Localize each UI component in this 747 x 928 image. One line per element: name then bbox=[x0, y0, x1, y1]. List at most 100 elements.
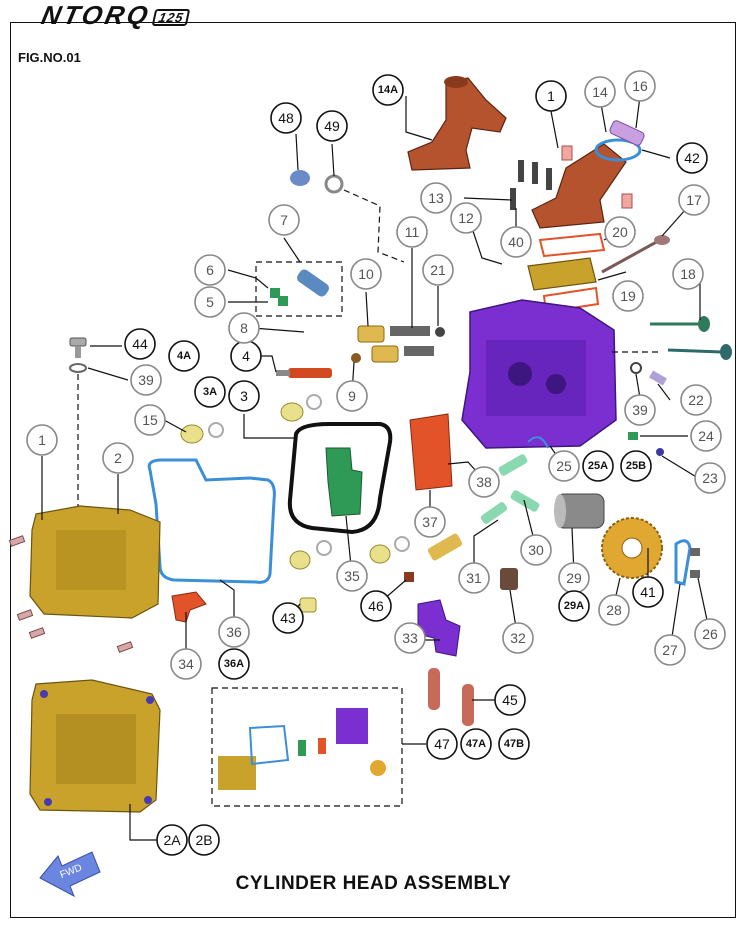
bolt-44 bbox=[69, 337, 87, 373]
callout-circle bbox=[612, 280, 644, 312]
gasket-3 bbox=[287, 422, 393, 535]
intake-manifold-14 bbox=[531, 120, 645, 229]
callout-46: 46 bbox=[360, 590, 392, 622]
callout-label: 17 bbox=[686, 192, 702, 208]
callout-37: 37 bbox=[414, 506, 446, 538]
callout-label: 36A bbox=[224, 658, 244, 670]
callout-circle bbox=[558, 590, 590, 622]
callout-21: 21 bbox=[422, 254, 454, 286]
callout-label: 26 bbox=[702, 626, 718, 642]
callout-27: 27 bbox=[654, 634, 686, 666]
callout-label: 25 bbox=[556, 458, 572, 474]
callout-circle bbox=[228, 312, 260, 344]
callout-circle bbox=[394, 622, 426, 654]
callout-29a: 29A bbox=[558, 590, 590, 622]
intake-manifold-14a bbox=[407, 76, 507, 171]
callout-circle bbox=[426, 728, 458, 760]
callout-label: 39 bbox=[632, 402, 648, 418]
callout-40: 40 bbox=[500, 226, 532, 258]
callout-label: 3 bbox=[240, 388, 248, 404]
callout-23: 23 bbox=[694, 462, 726, 494]
callout-41: 41 bbox=[632, 576, 664, 608]
callout-circle bbox=[535, 80, 567, 112]
callout-circle bbox=[272, 602, 304, 634]
callout-32: 32 bbox=[502, 622, 534, 654]
callout-15: 15 bbox=[134, 404, 166, 436]
callout-circle bbox=[460, 728, 492, 760]
callout-label: 43 bbox=[280, 610, 296, 626]
callout-4a: 4A bbox=[168, 340, 200, 372]
callout-circle bbox=[420, 182, 452, 214]
callout-circle bbox=[620, 450, 652, 482]
bracket-33 bbox=[417, 599, 461, 657]
callout-25b: 25B bbox=[620, 450, 652, 482]
callout-label: 40 bbox=[508, 234, 524, 250]
callout-39: 39 bbox=[130, 364, 162, 396]
callout-circle bbox=[130, 364, 162, 396]
callout-label: 34 bbox=[178, 656, 194, 672]
callout-label: 33 bbox=[402, 630, 418, 646]
callout-circle bbox=[350, 258, 382, 290]
callout-label: 47 bbox=[434, 736, 450, 752]
callout-circle bbox=[598, 594, 630, 626]
callout-label: 31 bbox=[466, 570, 482, 586]
callout-label: 25B bbox=[626, 460, 646, 472]
callout-label: 21 bbox=[430, 262, 446, 278]
callout-2a: 2A bbox=[156, 824, 188, 856]
callout-circle bbox=[360, 590, 392, 622]
callout-label: 12 bbox=[458, 210, 474, 226]
callout-circle bbox=[218, 616, 250, 648]
callout-label: 36 bbox=[226, 624, 242, 640]
callout-circle bbox=[584, 76, 616, 108]
callout-circle bbox=[218, 648, 250, 680]
callout-circle bbox=[494, 684, 526, 716]
callout-7: 7 bbox=[268, 204, 300, 236]
callout-label: 48 bbox=[278, 110, 294, 126]
callout-circle bbox=[336, 380, 368, 412]
callout-33: 33 bbox=[394, 622, 426, 654]
callout-18: 18 bbox=[672, 258, 704, 290]
callout-circle bbox=[168, 340, 200, 372]
callout-circle bbox=[680, 384, 712, 416]
callout-label: 47A bbox=[466, 738, 486, 750]
cylinder-head-25 bbox=[461, 299, 617, 449]
plugs-43-46 bbox=[289, 536, 414, 613]
callout-36: 36 bbox=[218, 616, 250, 648]
callout-38: 38 bbox=[468, 466, 500, 498]
callout-label: 37 bbox=[422, 514, 438, 530]
head-cover-2 bbox=[29, 505, 161, 619]
callout-label: 16 bbox=[632, 78, 648, 94]
callout-circle bbox=[604, 216, 636, 248]
callout-28: 28 bbox=[598, 594, 630, 626]
callout-2: 2 bbox=[102, 442, 134, 474]
callout-circle bbox=[124, 328, 156, 360]
callout-circle bbox=[500, 226, 532, 258]
callout-11: 11 bbox=[396, 216, 428, 248]
callout-label: 27 bbox=[662, 642, 678, 658]
callout-label: 29 bbox=[566, 570, 582, 586]
callout-label: 29A bbox=[564, 600, 584, 612]
callout-label: 10 bbox=[358, 266, 374, 282]
callout-label: 13 bbox=[428, 190, 444, 206]
callout-label: 42 bbox=[684, 150, 700, 166]
callout-circle bbox=[458, 562, 490, 594]
callout-circle bbox=[468, 466, 500, 498]
callout-25a: 25A bbox=[582, 450, 614, 482]
callout-label: 19 bbox=[620, 288, 636, 304]
callout-label: 5 bbox=[206, 294, 214, 310]
plate-37 bbox=[409, 413, 453, 491]
callout-circle bbox=[690, 420, 722, 452]
pipe-34 bbox=[171, 591, 207, 623]
callout-47: 47 bbox=[426, 728, 458, 760]
callout-circle bbox=[624, 394, 656, 426]
callout-3: 3 bbox=[228, 380, 260, 412]
detail-box-7 bbox=[255, 261, 343, 317]
callout-14: 14 bbox=[584, 76, 616, 108]
bolts-13 bbox=[510, 160, 552, 210]
callout-6: 6 bbox=[194, 254, 226, 286]
rocker-parts bbox=[427, 436, 549, 590]
camshaft-29 bbox=[554, 493, 605, 529]
callout-label: 4 bbox=[242, 348, 250, 364]
callout-circle bbox=[194, 254, 226, 286]
callout-label: 11 bbox=[405, 224, 420, 240]
